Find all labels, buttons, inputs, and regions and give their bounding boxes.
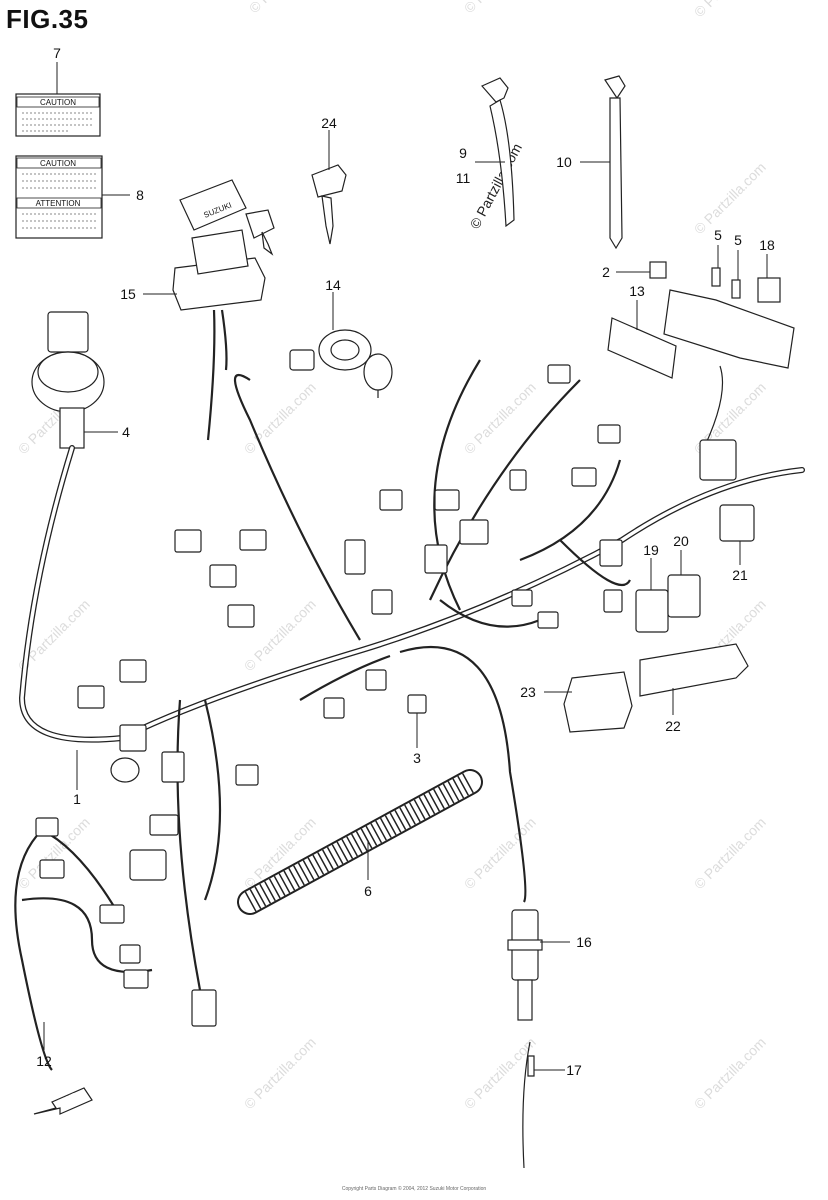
callout-18: 18 [759,237,775,253]
leader-lines [43,62,768,1071]
callout-20: 20 [673,533,689,549]
figure-title: FIG.35 [6,4,89,34]
watermark-dark: © Partzilla.com [467,141,525,232]
callout-24: 24 [321,115,337,131]
fuse-relay-parts [607,261,795,457]
callout-19: 19 [643,542,659,558]
connector-19 [635,589,669,633]
caution-label-part: CAUTION [15,93,101,137]
bracket-22 [639,643,749,697]
watermark: © Partzilla.com [241,1034,319,1112]
callout-5a: 5 [714,227,722,243]
connector-21 [719,504,755,542]
relay-bracket-parts [563,643,749,733]
callout-2: 2 [602,264,610,280]
watermark: © Partzilla.com [691,814,769,892]
callout-15: 15 [120,286,136,302]
watermark: © Partzilla.com [241,379,319,457]
callout-23: 23 [520,684,536,700]
bracket-13 [607,317,677,379]
callout-4: 4 [122,424,130,440]
watermark: © Partzilla.com [461,0,539,16]
callout-10: 10 [556,154,572,170]
connector-parts-19-21 [635,504,755,633]
caution-text: CAUTION [40,98,76,107]
callout-12: 12 [36,1053,52,1069]
callout-11: 11 [456,170,471,186]
main-connector-part [31,311,105,449]
callout-22: 22 [665,718,681,734]
o2-sensor-part [507,909,543,1021]
callout-13: 13 [629,283,645,299]
fuse-5b [731,279,741,299]
caution-attention-label-part: CAUTION ATTENTION [15,155,103,239]
accessory-socket-part [289,329,393,398]
caution-text: CAUTION [40,159,76,168]
corrugated-tube-part [237,769,483,915]
copyright-footer: Copyright Parts Diagram © 2004, 2012 Suz… [341,1186,487,1192]
main-harness-part [18,359,805,1027]
forward-arrow-icon: FWD [33,1087,93,1115]
callout-numbers: 7 8 24 9 11 10 15 14 5 5 18 2 13 4 19 20… [36,45,775,1078]
watermark: © Partzilla.com [691,1034,769,1112]
fuse-2 [649,261,667,279]
watermark: © Partzilla.com [691,0,769,20]
cable-tie-parts [481,75,626,250]
connector-3 [407,694,427,714]
label-plate [15,155,103,239]
callout-5b: 5 [734,232,742,248]
callout-21: 21 [732,567,748,583]
watermark: © Partzilla.com [246,0,324,16]
wire-part-17 [522,1041,535,1169]
connector-20 [667,574,701,618]
watermark: © Partzilla.com [691,159,769,237]
callout-7: 7 [53,45,61,61]
watermark: © Partzilla.com [461,1034,539,1112]
callout-8: 8 [136,187,144,203]
attention-text: ATTENTION [36,199,81,208]
watermark: © Partzilla.com [461,814,539,892]
sub-harness-part-12 [14,817,153,1071]
relay-23 [563,671,633,733]
ignition-key-part [311,164,347,245]
callout-3: 3 [413,750,421,766]
ignition-switch-part: SUZUKI [172,179,275,441]
relay-18 [757,277,781,303]
callout-9: 9 [459,145,467,161]
callout-17: 17 [566,1062,582,1078]
callout-6: 6 [364,883,372,899]
callout-14: 14 [325,277,341,293]
fuse-box [663,289,795,369]
callout-1: 1 [73,791,81,807]
fuse-5a [711,267,721,287]
watermark: © Partzilla.com [461,379,539,457]
callout-16: 16 [576,934,592,950]
